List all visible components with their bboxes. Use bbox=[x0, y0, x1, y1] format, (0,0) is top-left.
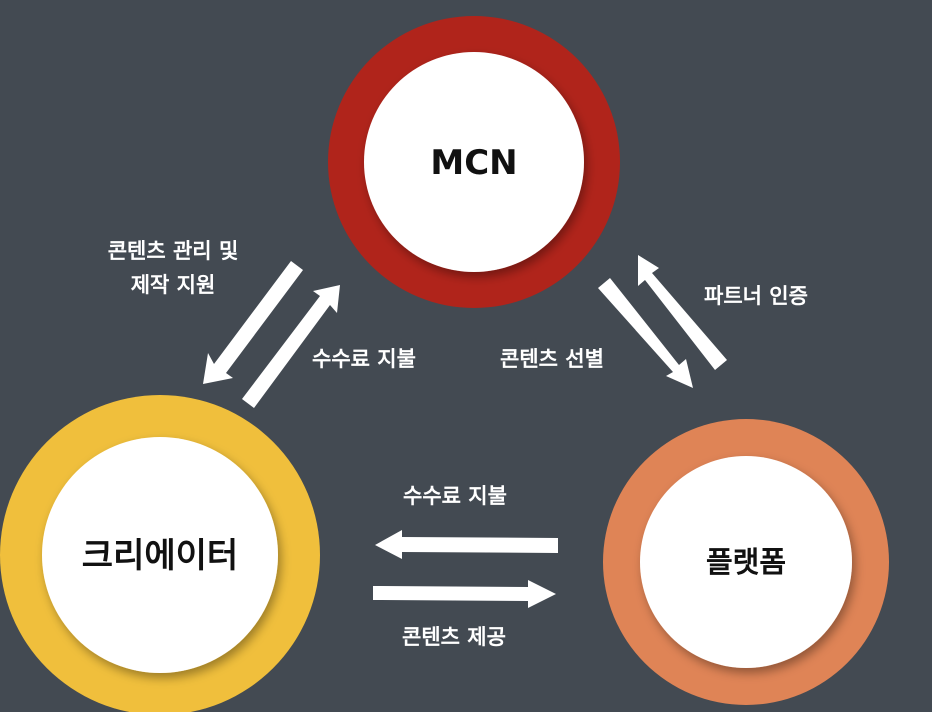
creator-label: 크리에이터 bbox=[82, 536, 238, 576]
arrow-platform-to-mcn bbox=[638, 255, 727, 370]
mcn-node: MCN bbox=[328, 16, 620, 308]
platform-core bbox=[640, 456, 852, 668]
label-mcn-to-platform: 콘텐츠 선별 bbox=[500, 347, 604, 371]
label-mcn-to-creator: 콘텐츠 관리 및 제작 지원 bbox=[66, 234, 280, 302]
mcn-label: MCN bbox=[430, 143, 517, 183]
arrow-platform-to-creator bbox=[375, 530, 558, 559]
platform-node: 플랫폼 bbox=[603, 419, 889, 705]
creator-node: 크리에이터 bbox=[0, 395, 320, 712]
label-creator-to-platform: 콘텐츠 제공 bbox=[402, 625, 506, 649]
label-creator-to-mcn: 수수료 지불 bbox=[312, 347, 416, 371]
arrow-creator-to-mcn bbox=[242, 285, 340, 408]
mcn-core bbox=[364, 52, 584, 272]
creator-core bbox=[42, 437, 278, 673]
label-mcn-to-creator-line2: 제작 지원 bbox=[130, 273, 216, 297]
arrow-creator-to-platform bbox=[373, 580, 556, 608]
arrow-mcn-to-platform bbox=[598, 278, 693, 388]
label-platform-to-mcn: 파트너 인증 bbox=[704, 284, 808, 308]
arrow-mcn-to-creator bbox=[203, 261, 303, 384]
label-platform-to-creator: 수수료 지불 bbox=[403, 484, 507, 508]
label-mcn-to-creator-line1: 콘텐츠 관리 및 bbox=[107, 239, 239, 263]
platform-label: 플랫폼 bbox=[706, 545, 786, 579]
